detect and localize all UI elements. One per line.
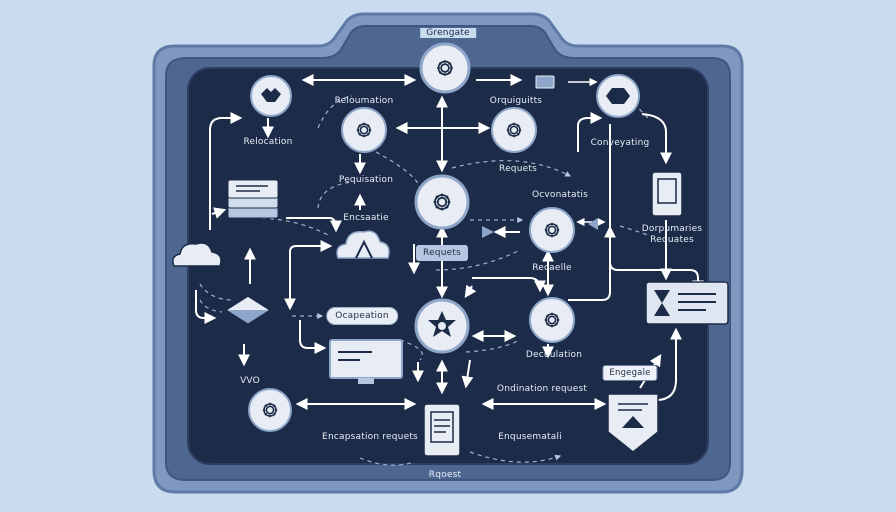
diamond-icon <box>224 295 272 325</box>
label-ordination-request: Ondination request <box>496 384 588 394</box>
requets-box: Requets <box>416 245 468 261</box>
cloud-icon-outside <box>172 242 222 267</box>
tag-icon-top <box>535 75 555 89</box>
gear-node-reloumation <box>341 107 387 153</box>
tag-icon-right <box>588 218 598 230</box>
hourglass-card-icon <box>645 281 729 325</box>
label-vvo: VVO <box>240 376 260 386</box>
document-icon-right <box>651 171 683 217</box>
shield-node-top-left <box>250 75 292 117</box>
shield-node-top-right <box>596 74 640 118</box>
label-dorpumaries: Dorpumaries <box>641 224 703 234</box>
tag-icon-mid <box>482 226 494 238</box>
label-documentation: Decuulation <box>525 350 583 360</box>
label-bottom: Rqoest <box>428 470 462 480</box>
label-encsatie: Encsaatie <box>343 213 389 223</box>
label-orquiguitts: Orquiguitts <box>489 96 543 106</box>
stack-icon <box>227 179 279 219</box>
label-requates: Requates <box>650 235 694 245</box>
label-reloumation: Reloumation <box>334 96 394 106</box>
ocapeation-pill: Ocapeation <box>326 307 398 325</box>
label-pequisation: Pequisation <box>338 175 394 185</box>
document-icon-bottom <box>423 403 461 457</box>
gear-node-documentation <box>529 297 575 343</box>
gear-node-ocvonatatis <box>529 207 575 253</box>
label-relocation: Relocation <box>243 137 293 147</box>
gear-node-orquiguitts <box>491 107 537 153</box>
label-top: Grengate <box>420 28 476 38</box>
engegale-box: Engegale <box>602 365 658 381</box>
gear-node-top <box>419 42 471 94</box>
certificate-icon <box>607 393 659 453</box>
gear-node-bottom-left <box>248 388 292 432</box>
gear-node-center <box>414 174 470 230</box>
label-conveyating: Conveyating <box>590 138 650 148</box>
label-requests-top: Requets <box>499 164 537 174</box>
flow-arrows <box>195 74 704 410</box>
cloud-icon-center <box>336 230 390 259</box>
label-recaelle: Recaelle <box>532 263 572 273</box>
label-encapsation-requets: Encapsation requets <box>322 432 418 442</box>
label-enqusematali: Enqusematali <box>498 432 562 442</box>
star-node-core <box>414 298 470 354</box>
monitor-icon <box>329 339 403 384</box>
label-ocvonatatis: Ocvonatatis <box>531 190 589 200</box>
